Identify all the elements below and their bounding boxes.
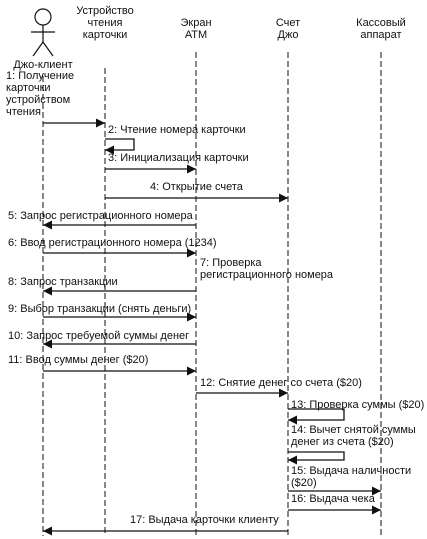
message-label-8: 8: Запрос транзакции: [8, 276, 118, 288]
message-label-11: 11: Ввод суммы денег ($20): [8, 354, 148, 366]
message-16: 16: Выдача чека: [288, 493, 381, 515]
message-11: 11: Ввод суммы денег ($20): [8, 354, 196, 376]
message-9: 9: Выбор транзакции (снять деньги): [8, 303, 196, 322]
message-arrow-14: [288, 451, 345, 465]
actor-icon: [31, 8, 55, 57]
message-label-2: 2: Чтение номера карточки: [108, 124, 246, 136]
message-arrow-2: [105, 138, 135, 155]
message-5: 5: Запрос регистрационного номера: [8, 210, 196, 230]
message-label-12: 12: Снятие денег со счета ($20): [200, 377, 362, 389]
message-label-9: 9: Выбор транзакции (снять деньги): [8, 303, 191, 315]
message-3: 3: Инициализация карточки: [105, 152, 249, 174]
message-10: 10: Запрос требуемой суммы денег: [8, 330, 196, 349]
message-label-4: 4: Открытие счета: [150, 181, 244, 193]
message-8: 8: Запрос транзакции: [8, 276, 196, 296]
message-2: 2: Чтение номера карточки: [105, 124, 246, 155]
message-label-13: 13: Проверка суммы ($20): [291, 399, 424, 411]
message-6: 6: Ввод регистрационного номера (1234): [8, 237, 217, 258]
message-label-15: 15: Выдача наличности($20): [291, 465, 411, 489]
message-15: 15: Выдача наличности($20): [288, 465, 411, 496]
participant-label-joe: Джо-клиент: [13, 59, 72, 71]
message-arrow-13: [288, 408, 345, 425]
message-12: 12: Снятие денег со счета ($20): [196, 377, 362, 398]
message-17: 17: Выдача карточки клиенту: [43, 514, 288, 536]
message-4: 4: Открытие счета: [105, 181, 288, 203]
message-label-3: 3: Инициализация карточки: [108, 152, 249, 164]
message-13: 13: Проверка суммы ($20): [288, 399, 424, 425]
message-label-5: 5: Запрос регистрационного номера: [8, 210, 194, 222]
message-label-10: 10: Запрос требуемой суммы денег: [8, 330, 189, 342]
message-label-16: 16: Выдача чека: [291, 493, 376, 505]
message-label-17: 17: Выдача карточки клиенту: [130, 514, 279, 526]
message-label-6: 6: Ввод регистрационного номера (1234): [8, 237, 217, 249]
